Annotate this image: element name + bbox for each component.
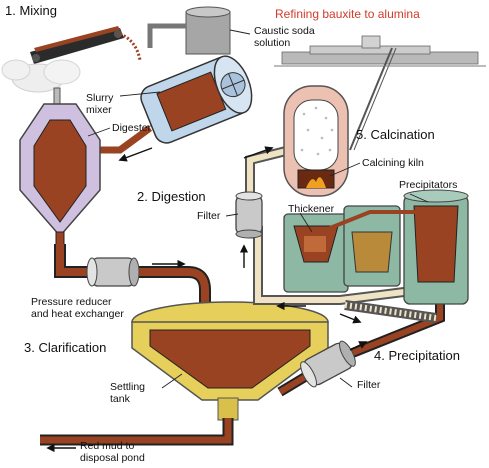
flow-arrow (243, 146, 274, 159)
slurry-pipe (54, 244, 211, 310)
refinery-building (274, 35, 486, 151)
caustic-soda-label: Caustic soda solution (254, 25, 315, 50)
flow-arrow (349, 341, 368, 351)
settling-tank (131, 301, 329, 421)
red-mud-pipe (40, 418, 234, 446)
lower-filter (300, 340, 356, 388)
precipitators (329, 189, 469, 305)
thickener-label: Thickener (288, 203, 335, 215)
lower-filter-label: Filter (357, 379, 381, 391)
flow-arrow (339, 313, 362, 324)
settling-tank-label: Settling tank (110, 381, 146, 406)
precipitators-label: Precipitators (399, 179, 458, 191)
thickener (283, 213, 349, 293)
upper-filter-label: Filter (197, 210, 221, 222)
digester-label: Digester (112, 122, 152, 134)
slurry-mixer-label: Slurry mixer (86, 92, 114, 117)
pressure-reducer (86, 257, 140, 287)
hydrate-pipe (253, 226, 437, 323)
conveyor-belt (30, 26, 142, 64)
calcining-kiln-label: Calcining kiln (362, 157, 424, 169)
flow-arrow (118, 147, 153, 162)
calcining-kiln (283, 85, 349, 197)
upper-filter (235, 191, 263, 239)
steam-cloud (1, 59, 81, 93)
stage-label-precipitation: 4. Precipitation (374, 348, 460, 363)
leader-lines (87, 29, 429, 389)
pressure-reducer-label: Pressure reducer and heat exchanger (31, 296, 124, 321)
stage-label-clarification: 3. Clarification (24, 340, 107, 355)
stage-label-mixing: 1. Mixing (5, 3, 58, 18)
flow-arrows (46, 146, 368, 453)
digester (19, 87, 101, 247)
slurry-mixer (90, 55, 253, 154)
diagram-title: Refining bauxite to alumina (275, 7, 420, 21)
caustic-soda-tank (147, 6, 231, 55)
stage-label-calcination: 5. Calcination (356, 127, 435, 142)
stage-label-digestion: 2. Digestion (137, 189, 206, 204)
red-mud-label: Red mud to disposal pond (80, 440, 145, 465)
kiln-feed-pipe (245, 145, 292, 204)
